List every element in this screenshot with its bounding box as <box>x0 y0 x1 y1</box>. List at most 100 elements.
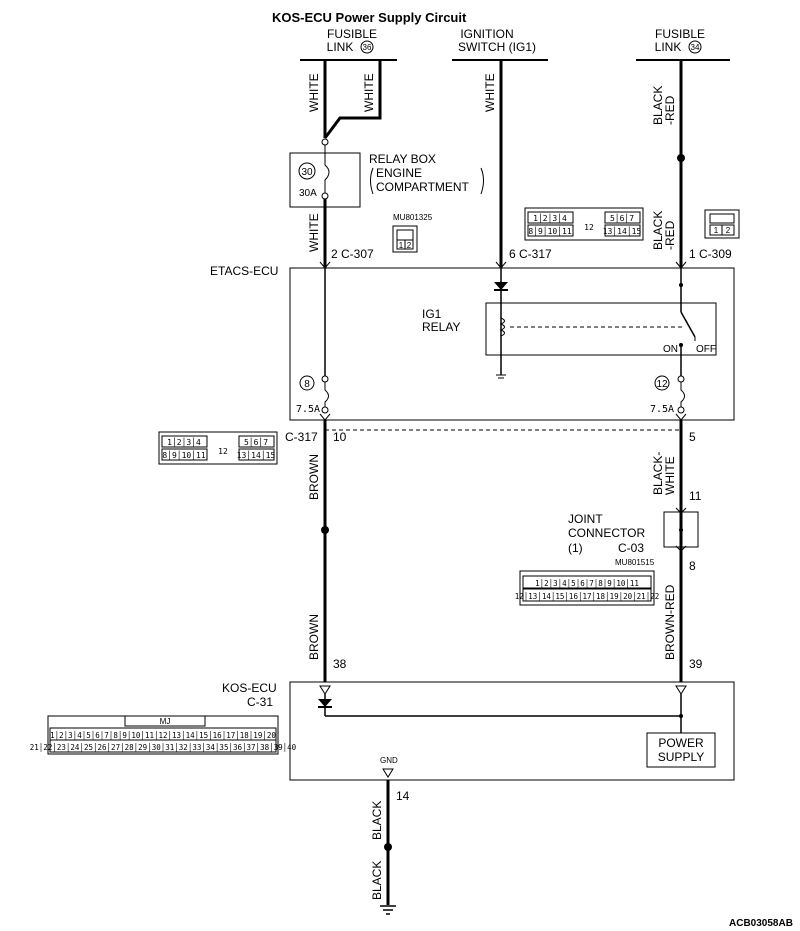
wire-label-black-white-1: BLACK- <box>651 452 665 495</box>
fusible-34-num: 34 <box>691 43 700 52</box>
wire-label-white-4: WHITE <box>483 73 497 112</box>
svg-text:5│6│7: 5│6│7 <box>244 437 268 447</box>
wire-label-black-1: BLACK <box>370 801 384 840</box>
pin-14: 14 <box>396 789 410 803</box>
wire-label-white-3: WHITE <box>307 213 321 252</box>
pin-c307: 2 C-307 <box>331 247 374 261</box>
svg-text:12: 12 <box>584 223 594 232</box>
svg-text:1│2│3│4│5│6│7│8│9│10│11: 1│2│3│4│5│6│7│8│9│10│11 <box>535 578 639 588</box>
connector-c309-face: 1 2 <box>704 209 740 239</box>
relay-box-fuse-element <box>324 145 330 193</box>
relay-box-paren-left <box>370 167 374 195</box>
relay-box-term-bot <box>321 192 329 200</box>
etacs-fuse-left-top <box>321 375 329 383</box>
kos-chevron-39 <box>675 685 687 695</box>
diagram-title: KOS-ECU Power Supply Circuit <box>272 10 467 25</box>
diode-kos <box>318 699 332 707</box>
etacs-fuse-left-element <box>324 382 329 407</box>
joint-connector-line3: (1) <box>568 541 583 555</box>
relay-box-fuse-circle <box>298 162 316 180</box>
wire-label-black-red-2b: -RED <box>663 220 677 250</box>
wire-label-brown-red: BROWN-RED <box>663 584 677 660</box>
ig1-relay-off: OFF <box>696 344 716 355</box>
ground-symbol <box>380 905 396 915</box>
ig1-relay-coil <box>499 317 505 337</box>
wire-label-white-1: WHITE <box>307 73 321 112</box>
etacs-fuse-left-bot <box>321 406 329 414</box>
fusible-link-34-label: FUSIBLE LINK 34 <box>655 27 705 54</box>
part-mu801325: MU801325 <box>393 213 433 222</box>
splice-black-red <box>677 154 685 162</box>
ig1-relay-on: ON <box>663 344 678 355</box>
ig1-relay-label2: RELAY <box>422 320 460 334</box>
fusible-34-line1: FUSIBLE <box>655 27 705 41</box>
wire-label-black-red-1a: BLACK <box>651 86 665 125</box>
part-mu801515: MU801515 <box>615 558 655 567</box>
svg-text:MJ: MJ <box>160 717 171 726</box>
wire-white-right <box>323 60 382 139</box>
fusible-36-num: 36 <box>363 43 372 52</box>
joint-chevron-top <box>675 507 687 514</box>
svg-text:8│9│10│11: 8│9│10│11 <box>162 450 206 460</box>
etacs-chevron-4 <box>319 413 331 421</box>
ignition-line1: IGNITION <box>460 27 513 41</box>
kos-ecu-box <box>289 681 735 781</box>
connector-c317-bottom-face: 1│2│3│4 5│6│7 8│9│10│11 12 13│14│15 <box>158 431 278 465</box>
connector-c31-face: MJ 1│2│3│4│5│6│7│8│9│10│11│12│13│14│15│1… <box>30 715 297 755</box>
wire-label-black-2: BLACK <box>370 861 384 900</box>
fusible-34-circle <box>688 40 702 54</box>
pin-c317-top: 6 C-317 <box>509 247 552 261</box>
svg-text:13│14│15: 13│14│15 <box>603 226 642 236</box>
gnd-chevron <box>382 768 394 778</box>
wire-label-white-2: WHITE <box>362 73 376 112</box>
etacs-fuse-right-rating: 7.5A <box>650 404 674 415</box>
pin-38: 38 <box>333 657 347 671</box>
relay-box-term-top <box>321 138 329 146</box>
relay-box-label3: COMPARTMENT <box>376 180 470 194</box>
etacs-right-dot <box>679 283 683 287</box>
splice-brown <box>321 526 329 534</box>
ig1-relay-box <box>485 302 717 356</box>
svg-text:1│2│3│4: 1│2│3│4 <box>533 213 567 223</box>
splice-black <box>384 843 392 851</box>
pin-5: 5 <box>689 430 696 444</box>
relay-box-label1: RELAY BOX <box>369 152 436 166</box>
kos-ecu-label: KOS-ECU <box>222 681 277 695</box>
etacs-fuse-left-rating: 7.5A <box>296 404 320 415</box>
relay-box-fuse-num: 30 <box>301 167 313 178</box>
kos-ecu-connector: C-31 <box>247 695 273 709</box>
power-supply-line2: SUPPLY <box>658 750 704 764</box>
pin-10: 10 <box>333 430 347 444</box>
ignition-switch-label: IGNITION SWITCH (IG1) <box>458 27 536 54</box>
joint-chevron-bot <box>675 545 687 552</box>
joint-connector-code: C-03 <box>618 541 644 555</box>
pin-39: 39 <box>689 657 703 671</box>
wire-label-brown-2: BROWN <box>307 614 321 660</box>
svg-text:21│22│23│24│25│26│27│28│29│30│: 21│22│23│24│25│26│27│28│29│30│31│32│33│3… <box>30 742 297 752</box>
etacs-chevron-5 <box>675 413 687 421</box>
diode-ig1 <box>494 282 508 290</box>
connector-c317-top-face: 1│2│3│4 5│6│7 8│9│10│11 12 13│14│15 <box>524 207 644 241</box>
pin-11: 11 <box>689 489 702 503</box>
wire-label-black-white-2: WHITE <box>663 456 677 495</box>
svg-text:2: 2 <box>726 226 731 235</box>
relay-box-paren-right <box>480 167 484 195</box>
fusible-34-line2: LINK <box>655 40 682 54</box>
pin-c309: 1 C-309 <box>689 247 732 261</box>
wire-label-black-red-2a: BLACK <box>651 211 665 250</box>
kos-chevron-38 <box>319 685 331 695</box>
relay-box-label2: ENGINE <box>376 166 422 180</box>
wire-label-brown-1: BROWN <box>307 454 321 500</box>
etacs-fuse-right-circle <box>654 375 670 391</box>
relay-box-fuse-rating: 30A <box>299 188 317 199</box>
fusible-36-circle <box>360 40 374 54</box>
svg-text:12: 12 <box>218 447 228 456</box>
svg-text:8│9│10│11: 8│9│10│11 <box>528 226 572 236</box>
ig1-relay-label1: IG1 <box>422 307 442 321</box>
etacs-fuse-right-element <box>680 382 685 407</box>
pin-8: 8 <box>689 559 696 573</box>
etacs-fuse-left-circle <box>299 375 315 391</box>
doc-id: ACB03058AB <box>729 918 793 929</box>
svg-text:12│13│14│15│16│17│18│19│20│21│: 12│13│14│15│16│17│18│19│20│21│22 <box>515 591 660 601</box>
